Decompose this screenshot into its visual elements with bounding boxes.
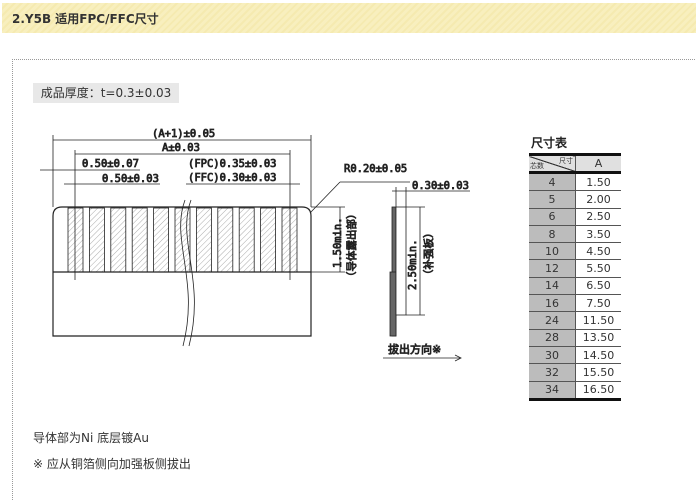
side-view-stiffener: [395, 206, 407, 316]
pin-count: 5: [529, 190, 576, 209]
section-title: 2.Y5B 适用FPC/FFC尺寸: [12, 12, 159, 26]
contact-pin: [281, 207, 298, 273]
section-header: 2.Y5B 适用FPC/FFC尺寸: [2, 3, 696, 33]
pin-count: 32: [529, 363, 576, 382]
table-title: 尺寸表: [531, 136, 568, 150]
dim-ffc: (FFC)0.30±0.03: [188, 172, 277, 184]
fpc-outline: [52, 206, 312, 337]
contact-pin: [89, 207, 105, 273]
col-a-header: A: [575, 153, 621, 174]
contact-pin: [260, 207, 277, 273]
dim-a-value: 4.50: [575, 242, 621, 261]
dim-a-value: 1.50: [575, 172, 621, 192]
pull-direction-label: 拔出方向※: [388, 342, 441, 356]
dim-stiffener: 2.50min.: [407, 239, 419, 290]
pin-count: 12: [529, 259, 576, 278]
dim-a-value: 5.50: [575, 259, 621, 278]
thickness-label: 成品厚度：t=0.3±0.03: [33, 83, 179, 103]
dim-a-value: 16.50: [575, 381, 621, 401]
dim-exposed: 1.50min.: [332, 217, 344, 268]
contact-pins: [67, 207, 298, 273]
pin-count: 6: [529, 208, 576, 226]
contact-pin: [217, 207, 234, 273]
dim-a-value: 14.50: [575, 346, 621, 365]
dim-a-value: 2.50: [575, 208, 621, 226]
note-pull: ※ 应从铜箔侧向加强板侧拔出: [33, 457, 191, 471]
contact-pin: [67, 207, 84, 273]
dim-a-value: 6.50: [575, 277, 621, 296]
dim-a-value: 13.50: [575, 329, 621, 347]
break-line: [180, 199, 195, 347]
corner-left: 芯数: [530, 162, 544, 170]
dim-a: A±0.03: [162, 142, 200, 154]
pin-count: 10: [529, 242, 576, 261]
dim-total: (A+1)±0.05: [152, 128, 215, 140]
corner-right: 尺寸: [559, 157, 573, 165]
pin-count: 28: [529, 329, 576, 347]
dim-exposed-note: （导体露出部）: [345, 209, 358, 283]
dim-fpc: (FPC)0.35±0.03: [188, 158, 277, 170]
contact-pin: [238, 207, 255, 273]
dim-a-value: 7.50: [575, 294, 621, 313]
dim-a-value: 2.00: [575, 190, 621, 209]
contact-pin: [131, 207, 148, 273]
dim-a-value: 3.50: [575, 225, 621, 244]
dim-thickness: 0.30±0.03: [412, 180, 469, 192]
corner-cell: 芯数 尺寸: [529, 153, 576, 174]
pin-count: 14: [529, 277, 576, 296]
contact-pin: [153, 207, 170, 273]
dim-radius: R0.20±0.05: [344, 163, 407, 175]
contact-pin: [110, 207, 127, 273]
pin-count: 24: [529, 311, 576, 330]
dim-stiffener-note: （补强板）: [422, 228, 435, 281]
dim-a-value: 15.50: [575, 363, 621, 382]
contact-pin: [195, 207, 212, 273]
dim-a-value: 11.50: [575, 311, 621, 330]
content-frame: [12, 59, 696, 500]
pin-count: 16: [529, 294, 576, 313]
pin-count: 8: [529, 225, 576, 244]
pin-count: 30: [529, 346, 576, 365]
dim-pin: 0.50±0.03: [102, 173, 159, 185]
dim-pitch: 0.50±0.07: [82, 158, 139, 170]
pin-count: 34: [529, 381, 576, 401]
pin-count: 4: [529, 172, 576, 192]
note-plating: 导体部为Ni 底层镀Au: [33, 431, 149, 445]
